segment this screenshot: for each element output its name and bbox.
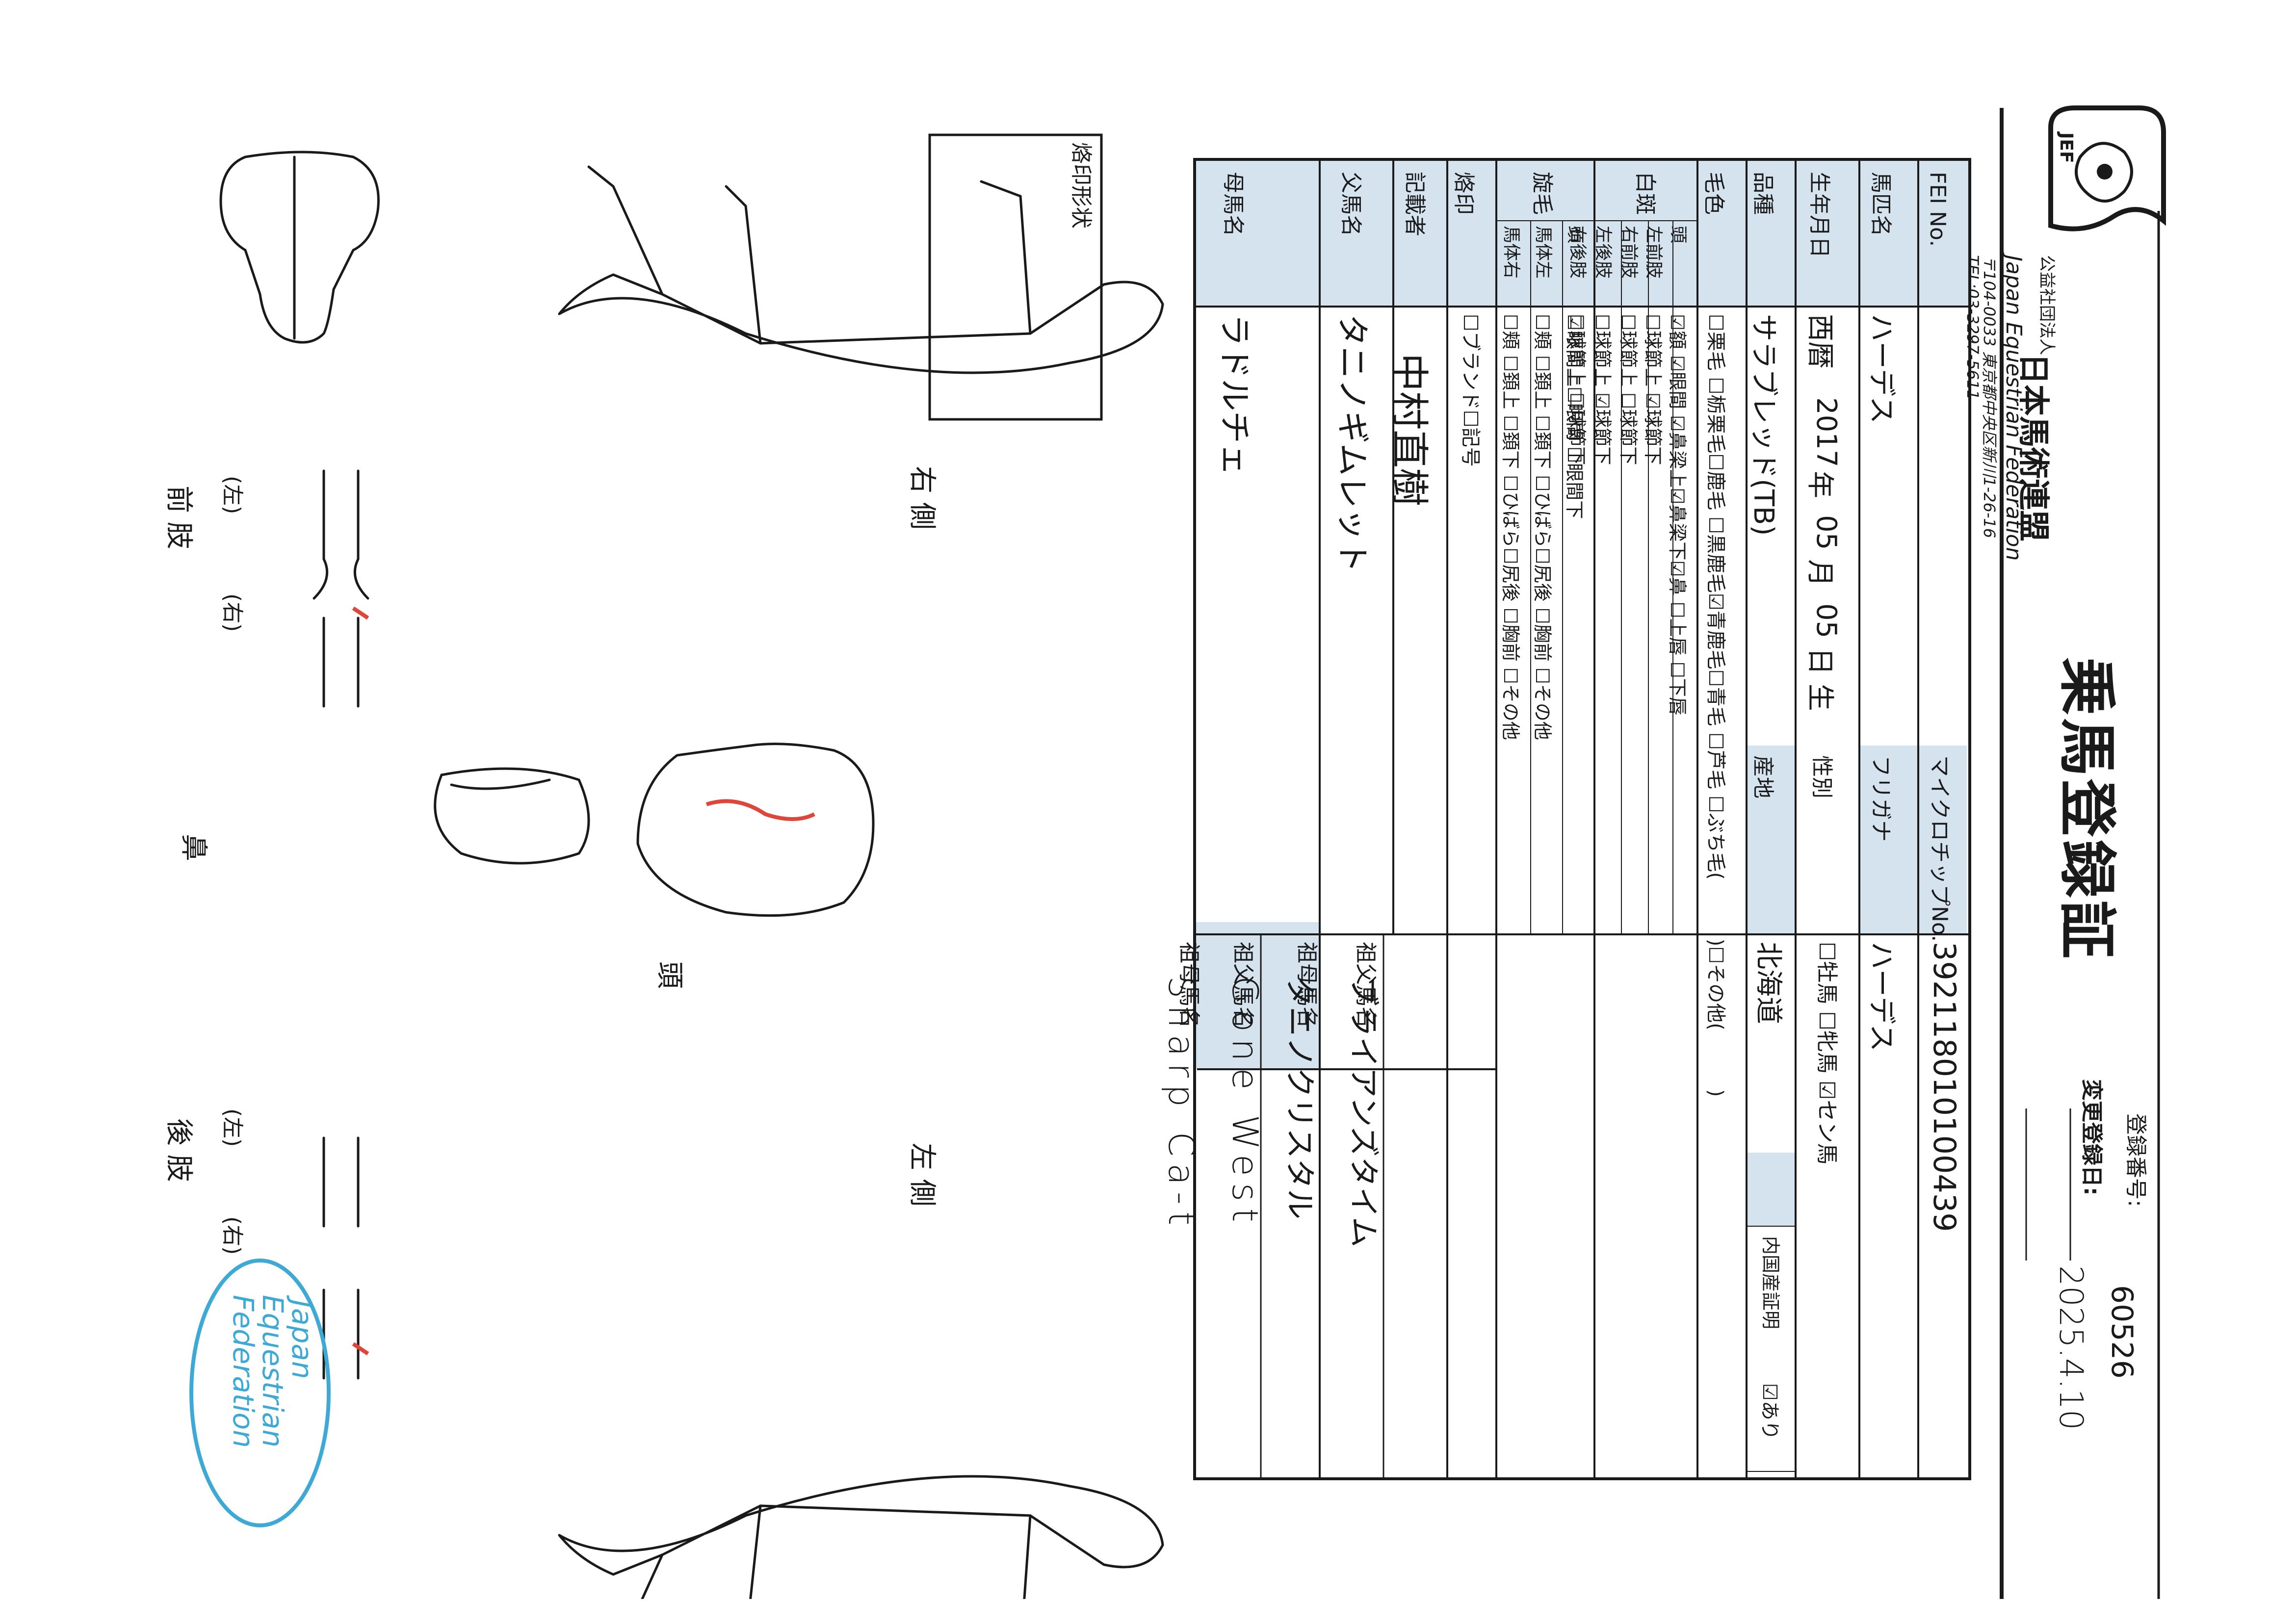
sex-option-stallion[interactable]: ☐牡馬: [1814, 942, 1839, 1004]
white-row-head-value[interactable]: ☑額 ☑眼間 ☑鼻梁上☑鼻梁下☑鼻 ☐上唇 ☐下唇: [1667, 314, 1688, 716]
fei-no-label: FEI No.: [1925, 172, 1950, 247]
foreleg-left-outline: [313, 469, 369, 600]
hindlimb-label: 後 肢: [163, 1118, 195, 1182]
red-mark-hindleg: [352, 1342, 369, 1356]
hindleg-right-outline: [322, 1288, 360, 1380]
stamp-line-2: Equestrian: [256, 1295, 289, 1448]
logo-text: JEF: [2056, 132, 2076, 163]
brand-label: 烙印: [1451, 172, 1476, 215]
sire-name: タニノギムレット: [1333, 314, 1371, 573]
whorl-row-head-value[interactable]: ☑眼間上☐眼間 ☐眼間下: [1564, 314, 1585, 519]
left-side-outline: [558, 1475, 1164, 1576]
white-row-lh-label: 左後肢: [1593, 226, 1613, 279]
dob-month: 05: [1810, 515, 1842, 550]
white-row-head-label: 頭: [1668, 226, 1688, 244]
microchip-label: マイクロチップNo.: [1927, 755, 1952, 942]
stamp-line-1: Japan: [286, 1300, 319, 1379]
whorl-row-head-label: 頭: [1565, 226, 1585, 244]
furigana-label: フリガナ: [1868, 755, 1893, 842]
sex-option-mare[interactable]: ☐牝馬: [1814, 1011, 1839, 1074]
microchip-number: 392118010100439: [1927, 942, 1962, 1232]
change-date: 2025.4.10: [2052, 1265, 2090, 1430]
brand-shape-box: [928, 133, 1103, 421]
white-spots-label: 白斑: [1633, 172, 1658, 215]
org-address: 〒104-0033 東京都中央区新川1-26-16: [1980, 255, 1999, 539]
breed-label: 品種: [1750, 172, 1775, 215]
color-options[interactable]: ☐栗毛 ☐栃栗毛☐鹿毛 ☐黒鹿毛☑青鹿毛☐青毛 ☐芦毛 ☐ぶち毛( )☐その他(…: [1704, 314, 1727, 1097]
origin-label: 産地: [1750, 755, 1775, 798]
domestic-label: 内国産証明: [1760, 1236, 1781, 1330]
red-mark-blaze: [705, 799, 815, 821]
domestic-value[interactable]: ☑あり: [1758, 1383, 1781, 1440]
top-view-outline: [219, 151, 380, 344]
horse-name-label: 馬匹名: [1868, 172, 1893, 236]
origin: 北海道: [1752, 942, 1784, 1024]
horse-diagram: [219, 151, 1164, 1599]
color-label: 毛色: [1701, 172, 1726, 215]
recorder-name: 中村直樹: [1387, 353, 1431, 507]
jef-stamp: [189, 1259, 331, 1527]
stamp-line-3: Federation: [227, 1295, 260, 1448]
white-row-lh-value[interactable]: ☐球節上 ☑球節下: [1592, 314, 1613, 465]
furigana: ハーデス: [1865, 942, 1897, 1052]
dob-label: 生年月日: [1807, 172, 1832, 258]
dam-grandsire-name: Gone West: [1225, 976, 1266, 1229]
granddam-name: タニノクリスタル: [1282, 976, 1318, 1220]
change-date-label: 変更登録日:: [2079, 1079, 2104, 1196]
dob-day: 05: [1810, 603, 1842, 639]
forelimb-label: 前 肢: [163, 486, 195, 549]
org-english: Japan Equestrian Federation: [2001, 255, 2026, 561]
foreleg-right-outline: [322, 617, 360, 708]
registration-number: 60526: [2105, 1285, 2139, 1379]
dob-day-unit: 日 生: [1804, 647, 1836, 711]
red-mark-foreleg: [352, 606, 369, 620]
nose-label: 鼻: [178, 834, 209, 861]
dob-month-unit: 月: [1804, 559, 1836, 587]
sex-option-gelding[interactable]: ☑セン馬: [1814, 1080, 1839, 1165]
registration-number-label: 登録番号:: [2123, 1113, 2148, 1207]
white-row-lf-label: 左前肢: [1644, 226, 1664, 279]
certificate-title: 乗馬登録証: [2053, 657, 2121, 962]
breed: サラブレッド(TB): [1748, 314, 1779, 536]
sex-options: ☐牡馬 ☐牝馬 ☑セン馬: [1813, 942, 1845, 1164]
jef-logo: [2048, 105, 2166, 232]
left-side-label: 左 側: [906, 1143, 938, 1207]
foreleg-right-label: (右): [220, 593, 245, 632]
white-row-rf-value[interactable]: ☐球節上 ☐球節下: [1618, 314, 1639, 465]
hindleg-right-label: (右): [220, 1216, 245, 1255]
grandsire-name: ブライアンズタイム: [1346, 976, 1382, 1248]
whorl-row-right-value[interactable]: ☐頬 ☐頚上 ☐頚下 ☐ひばら☐尻後 ☐胸前 ☐その他: [1500, 314, 1521, 740]
right-side-label: 右 側: [906, 466, 938, 530]
whorl-label: 旋毛: [1530, 172, 1555, 215]
hindleg-left-outline: [322, 1136, 360, 1228]
foreleg-left-label: (左): [220, 476, 245, 515]
head-front-outline: [636, 743, 875, 917]
dob-year-unit: 年: [1804, 471, 1836, 498]
brand-options[interactable]: ☐ブランド☐記号: [1459, 314, 1482, 467]
sex-label: 性別: [1809, 755, 1834, 798]
head-label: 頭: [653, 961, 685, 989]
right-side-outline: [558, 273, 1164, 374]
whorl-row-left-value[interactable]: ☐頬 ☐頚上 ☐頚下 ☐ひばら☐尻後 ☐胸前 ☐その他: [1532, 314, 1553, 740]
nose-outline: [434, 767, 590, 865]
dob-year: 2017: [1810, 397, 1842, 467]
hindleg-left-label: (左): [220, 1108, 245, 1147]
sire-label: 父馬名: [1338, 172, 1363, 236]
whorl-row-left-label: 馬体左: [1533, 226, 1553, 279]
whorl-row-right-label: 馬体右: [1501, 226, 1521, 279]
horse-name: ハーデス: [1865, 314, 1897, 424]
dob-era: 西暦: [1804, 314, 1836, 369]
white-row-lf-value[interactable]: ☐球節上 ☑球節下: [1642, 314, 1664, 465]
white-row-rf-label: 右前肢: [1619, 226, 1639, 279]
recorder-label: 記載者: [1402, 172, 1427, 236]
org-tel: TEL:03-3297-5611: [1963, 255, 1982, 400]
org-prefix: 公益社団法人: [2037, 255, 2057, 355]
